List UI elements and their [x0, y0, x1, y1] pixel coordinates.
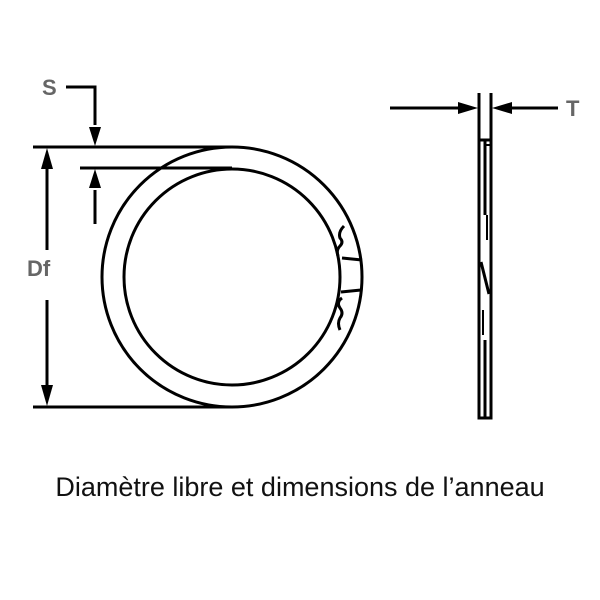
diagram-caption: Diamètre libre et dimensions de l’anneau: [55, 472, 545, 502]
t-dimension-arrows: [390, 102, 558, 114]
df-label: Df: [27, 256, 51, 281]
ring-side-view: [477, 93, 493, 420]
df-dimension-line: [41, 148, 53, 406]
t-label: T: [566, 96, 580, 121]
extension-lines: [33, 145, 232, 409]
s-label: S: [42, 75, 57, 100]
s-dimension-leader: [66, 85, 101, 224]
ring-front-view: [100, 145, 364, 409]
